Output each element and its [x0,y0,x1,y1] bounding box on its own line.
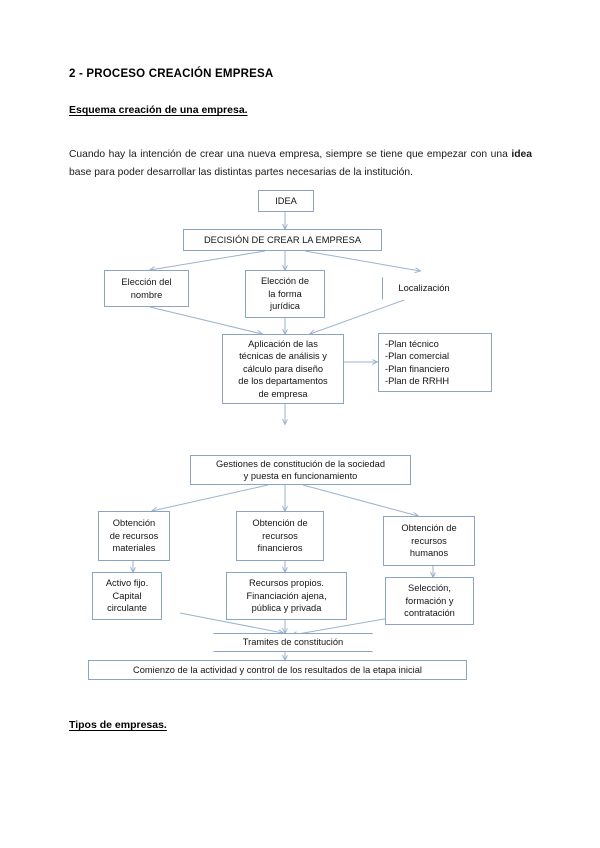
node-aplicacion-line1: Aplicación de las [248,338,318,349]
node-rec-humanos-line3: humanos [409,548,449,559]
node-eleccion-forma-juridica: Elección de la forma jurídica [245,270,325,318]
node-eleccion-forma-line3: jurídica [270,301,300,312]
intro-paragraph: Cuando hay la intención de crear una nue… [69,146,532,182]
node-decision-label: DECISIÓN DE CREAR LA EMPRESA [203,234,362,245]
node-recursos-humanos: Obtención de recursos humanos [383,516,475,566]
node-planes-line3: -Plan financiero [385,363,450,374]
node-rec-humanos-line1: Obtención de [401,523,457,534]
page-title: 2 - PROCESO CREACIÓN EMPRESA [69,68,274,80]
node-propios-line2: Financiación ajena, [246,590,327,601]
node-aplicacion-tecnicas: Aplicación de las técnicas de análisis y… [222,334,344,404]
node-decision: DECISIÓN DE CREAR LA EMPRESA [183,229,382,251]
footer-heading: Tipos de empresas. [69,719,167,731]
section-heading: Esquema creación de una empresa. [69,104,248,116]
node-planes-line2: -Plan comercial [385,351,450,362]
node-recursos-propios: Recursos propios. Financiación ajena, pú… [226,572,347,620]
node-idea: IDEA [258,190,314,212]
node-eleccion-nombre-line2: nombre [130,289,163,300]
node-seleccion-formacion: Selección, formación y contratación [385,577,474,625]
node-activo-line3: circulante [107,603,147,614]
node-localizacion-label: Localización [398,283,450,294]
paragraph-text-1: Cuando hay la intención de crear una nue… [69,149,512,161]
node-planes-line1: -Plan técnico [385,338,439,349]
node-gestiones-line2: y puesta en funcionamiento [243,471,358,481]
node-rec-financieros-line3: financieros [257,543,303,554]
node-rec-materiales-line1: Obtención [112,518,156,529]
node-eleccion-forma-line2: la forma [268,288,302,299]
node-recursos-financieros: Obtención de recursos financieros [236,511,324,561]
paragraph-emphasis: idea [511,149,532,161]
node-localizacion: Localización [382,277,466,300]
node-gestiones-constitucion: Gestiones de constitución de la sociedad… [190,455,411,485]
node-seleccion-line2: formación y [405,595,454,606]
node-activo-line2: Capital [112,590,142,601]
node-activo-fijo: Activo fijo. Capital circulante [92,572,162,620]
node-rec-materiales-line2: de recursos [109,530,159,541]
node-activo-line1: Activo fijo. [105,578,149,589]
node-seleccion-line3: contratación [404,608,455,619]
node-idea-label: IDEA [275,195,297,206]
node-eleccion-forma-line1: Elección de [260,276,310,287]
node-rec-humanos-line2: recursos [411,535,447,546]
node-aplicacion-line5: de empresa [258,388,308,399]
node-recursos-materiales: Obtención de recursos materiales [98,511,170,561]
node-gestiones-line1: Gestiones de constitución de la sociedad [215,458,385,469]
node-propios-line1: Recursos propios. [249,578,324,589]
node-rec-financieros-line1: Obtención de [252,518,308,529]
node-aplicacion-line2: técnicas de análisis y [239,351,327,362]
node-propios-line3: pública y privada [251,603,322,614]
node-comienzo-actividad: Comienzo de la actividad y control de lo… [88,660,467,680]
node-planes-line4: -Plan de RRHH [385,375,450,386]
node-eleccion-nombre: Elección del nombre [104,270,189,307]
node-rec-financieros-line2: recursos [262,530,298,541]
node-rec-materiales-line3: materiales [112,543,156,554]
node-comienzo-label: Comienzo de la actividad y control de lo… [133,664,422,675]
node-aplicacion-line3: cálculo para diseño [242,363,324,374]
paragraph-text-2: base para poder desarrollar las distinta… [69,167,413,179]
node-eleccion-nombre-line1: Elección del [121,277,172,288]
node-aplicacion-line4: de los departamentos [238,376,328,387]
node-planes: -Plan técnico -Plan comercial -Plan fina… [378,333,492,392]
node-tramites-constitucion: Tramites de constitución [213,633,373,652]
node-seleccion-line1: Selección, [408,583,451,594]
node-tramites-label: Tramites de constitución [242,637,344,648]
